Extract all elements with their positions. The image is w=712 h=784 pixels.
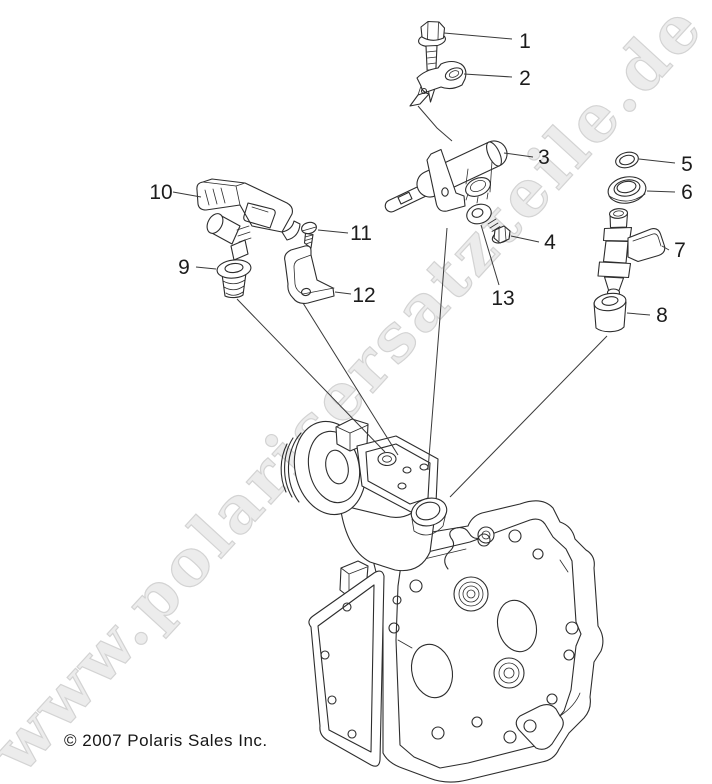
injector-seal-drawing [607, 176, 647, 204]
hex-bolt-drawing [487, 218, 511, 244]
callout-6: 6 [681, 181, 693, 204]
callout-8: 8 [656, 304, 668, 327]
injector-cushion-drawing [593, 292, 627, 333]
o-ring-drawing [615, 151, 639, 169]
callout-13: 13 [491, 287, 514, 310]
callout-numbers: 1 2 3 4 5 6 7 8 9 10 11 12 13 [149, 30, 693, 327]
fuel-injector-drawing [597, 208, 666, 297]
callout-10: 10 [149, 181, 172, 204]
callout-11: 11 [350, 222, 372, 245]
callout-3: 3 [538, 146, 550, 169]
callout-leader-lines [172, 32, 676, 316]
fuel-rail-drawing [384, 140, 508, 213]
mount-bracket-drawing [284, 245, 335, 304]
callout-4: 4 [544, 231, 556, 254]
throttle-body-drawing [280, 418, 448, 572]
callout-9: 9 [178, 256, 190, 279]
copyright-text: © 2007 Polaris Sales Inc. [64, 731, 268, 750]
callout-1: 1 [519, 30, 531, 53]
map-sensor-drawing [196, 178, 301, 261]
callout-5: 5 [681, 153, 693, 176]
washer-drawing [466, 203, 492, 225]
sensor-grommet-drawing [216, 259, 252, 299]
callout-12: 12 [352, 284, 375, 307]
rail-bracket-drawing [409, 60, 467, 107]
cylinder-head-drawing [308, 500, 604, 783]
callout-2: 2 [519, 67, 531, 90]
callout-7: 7 [674, 239, 686, 262]
assembly-alignment-lines [236, 105, 608, 498]
